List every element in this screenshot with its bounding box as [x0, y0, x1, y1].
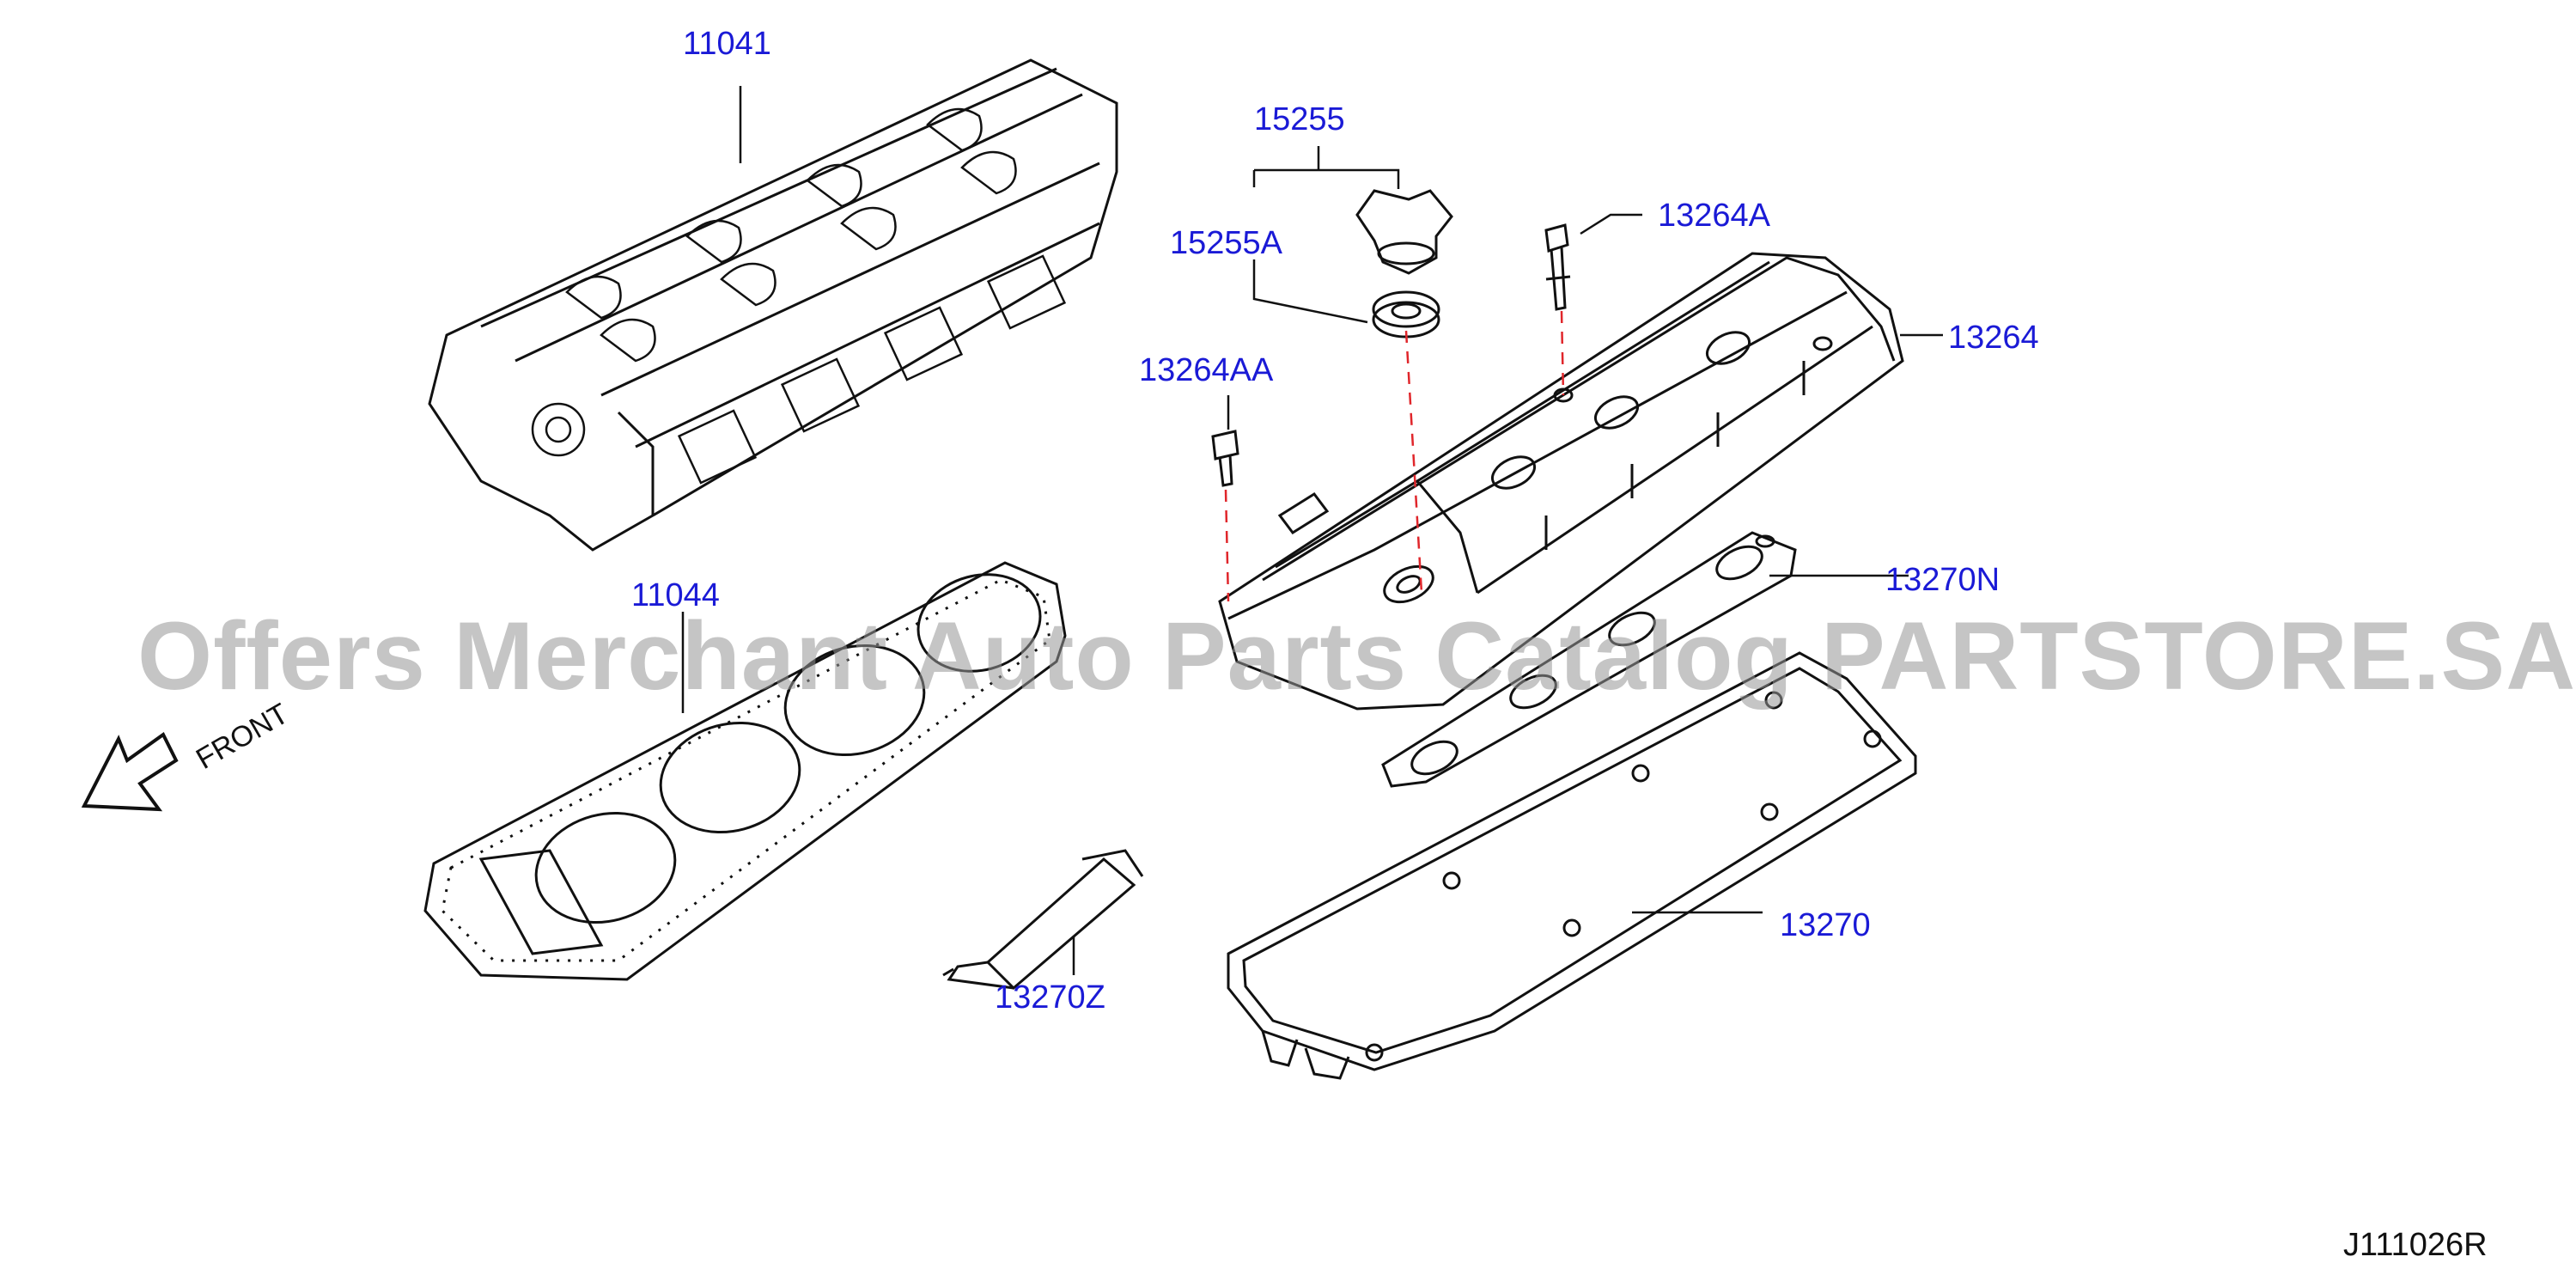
callout-11041[interactable]: 11041 — [683, 26, 771, 62]
front-arrow-icon — [81, 732, 179, 812]
callout-13270N[interactable]: 13270N — [1885, 562, 2001, 598]
callout-15255[interactable]: 15255 — [1254, 101, 1345, 137]
alignment-dashed-lines — [1224, 310, 1565, 602]
diagram-code: J111026R — [2343, 1227, 2488, 1263]
sealant-tube-drawing — [942, 849, 1144, 991]
bolt-drawings — [1211, 223, 1571, 487]
callout-13264A[interactable]: 13264A — [1658, 198, 1771, 234]
callout-13270Z[interactable]: 13270Z — [995, 979, 1105, 1016]
oil-filler-cap-drawing — [1355, 189, 1453, 339]
callout-11044[interactable]: 11044 — [631, 577, 720, 613]
callout-13264[interactable]: 13264 — [1948, 320, 2039, 356]
callout-13270[interactable]: 13270 — [1780, 907, 1871, 943]
watermark-text: Offers Merchant Auto Parts Catalog PARTS… — [137, 602, 2576, 710]
head-gasket-drawing — [423, 561, 1067, 981]
valve-cover-gasket-drawing — [1227, 651, 1917, 1080]
callout-13264AA[interactable]: 13264AA — [1139, 352, 1274, 388]
callout-15255A[interactable]: 15255A — [1170, 225, 1283, 261]
leader-lines — [681, 86, 1943, 975]
valve-cover-drawing — [1218, 252, 1904, 711]
cylinder-head-drawing — [428, 58, 1118, 552]
